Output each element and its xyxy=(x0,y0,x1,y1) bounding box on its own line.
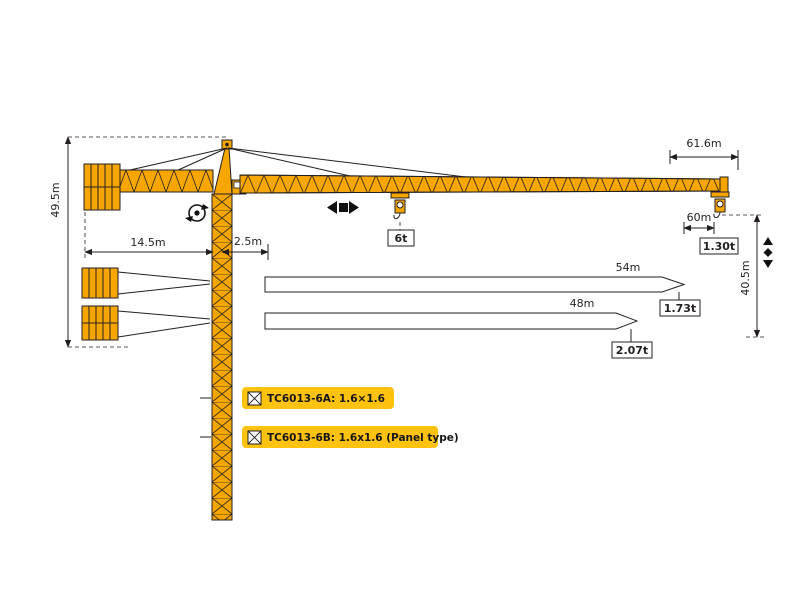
counter-jib xyxy=(117,169,214,193)
mast-section-icon-a xyxy=(247,391,262,406)
dim-61-6m: 61.6m xyxy=(669,137,739,170)
tip-load-48-label: 2.07t xyxy=(616,344,648,357)
model-label-a: TC6013-6A: 1.6×1.6 xyxy=(242,387,394,409)
jib-option-54-label: 54m xyxy=(616,261,641,274)
jib-outline-54m: 54m xyxy=(264,261,686,300)
model-variant-b-label: TC6013-6B: 1.6x1.6 (Panel type) xyxy=(267,432,459,444)
tip-load-54-label: 1.73t xyxy=(664,302,696,315)
load-box-1-30t: 1.30t xyxy=(699,237,739,255)
jib-radius-label: 61.6m xyxy=(686,137,721,150)
dim-60m: 60m xyxy=(683,211,715,234)
model-label-b: TC6013-6B: 1.6x1.6 (Panel type) xyxy=(242,426,459,448)
main-jib xyxy=(239,174,729,194)
max-capacity-label: 6t xyxy=(395,232,408,245)
tie-rods xyxy=(129,147,483,180)
jib-outline-48m: 48m xyxy=(264,297,639,342)
load-box-2-07t: 2.07t xyxy=(611,341,653,359)
counter-jib-length-label: 14.5m xyxy=(130,236,165,249)
counterweight-main xyxy=(83,163,121,211)
load-box-6t: 6t xyxy=(387,229,415,247)
slewing-icon xyxy=(185,204,209,222)
under-hook-height-label: 40.5m xyxy=(739,260,752,295)
dim-14-5m: 14.5m xyxy=(84,212,214,260)
tip-hook xyxy=(710,191,730,219)
hook-travel-icon xyxy=(763,237,773,268)
main-hook xyxy=(390,192,410,230)
tip-load-616-label: 1.30t xyxy=(703,240,735,253)
dim-2-5m: 2.5m xyxy=(221,235,269,260)
rear-offset-label: 2.5m xyxy=(234,235,262,248)
jib-tip xyxy=(719,176,729,193)
counterweight-alt-2 xyxy=(81,305,211,341)
load-box-1-73t: 1.73t xyxy=(659,299,701,317)
trolley-travel-icon xyxy=(327,201,359,214)
mast-section-icon-b xyxy=(247,430,262,445)
tower-height-label: 49.5m xyxy=(49,182,62,217)
counterweight-alt-1 xyxy=(81,267,211,299)
model-variant-a-label: TC6013-6A: 1.6×1.6 xyxy=(267,393,385,405)
jib-option-48-label: 48m xyxy=(570,297,595,310)
dim-40-5m: 40.5m xyxy=(722,214,764,338)
apex-pulley-icon xyxy=(225,142,229,147)
dim-49-5m: 49.5m xyxy=(49,136,226,348)
tip-distance-label: 60m xyxy=(687,211,712,224)
tower-mast xyxy=(211,193,233,521)
